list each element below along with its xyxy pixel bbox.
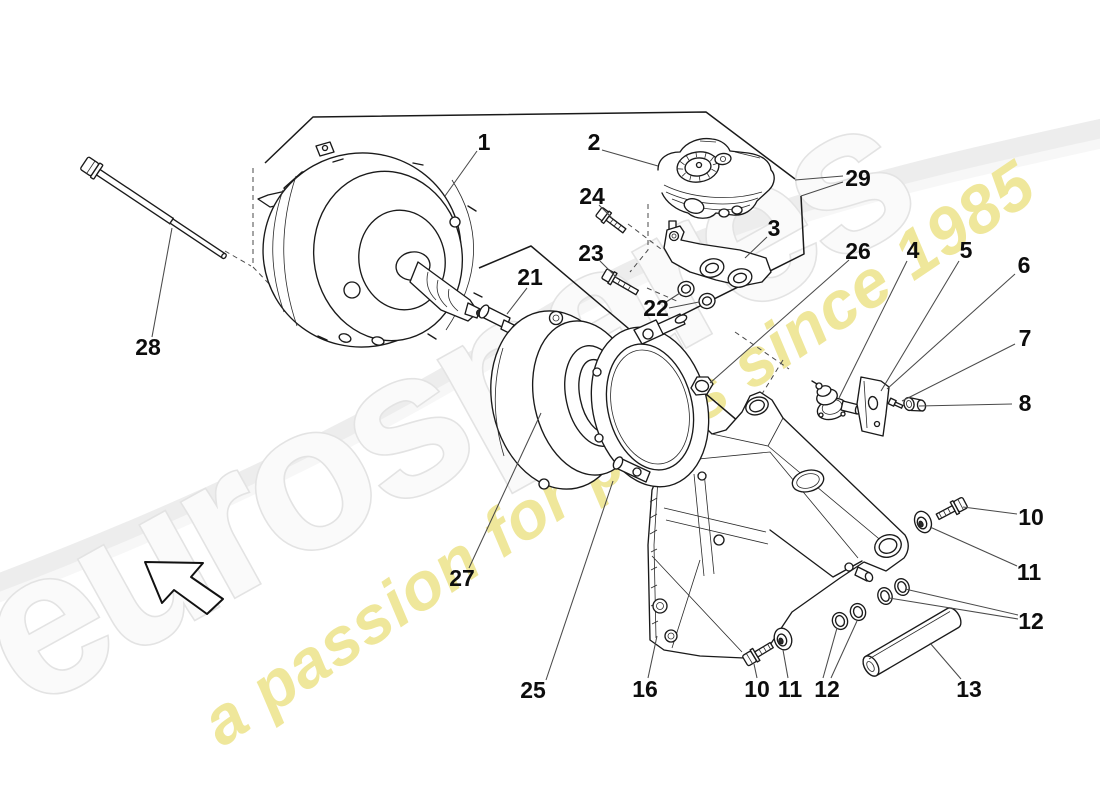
part-label-2[interactable]: 2	[588, 129, 601, 155]
leader-line-2	[601, 149, 659, 167]
part-label-4[interactable]: 4	[907, 237, 920, 263]
leader-line-25	[545, 480, 614, 681]
part-label-11b[interactable]: 11	[778, 676, 803, 702]
leader-line-12b	[830, 620, 858, 679]
part-label-12r[interactable]: 12	[1018, 608, 1044, 634]
part-5-plate	[856, 376, 890, 437]
direction-arrow-icon	[144, 561, 224, 615]
part-22-caps	[677, 280, 716, 310]
leader-line-13	[929, 642, 962, 680]
leader-line-22	[665, 292, 681, 303]
part-label-21[interactable]: 21	[517, 264, 543, 290]
part-25-clamp-ring	[590, 313, 710, 488]
leader-line-26	[709, 259, 850, 384]
leader-line-3	[744, 236, 768, 259]
part-12-caps-bottom	[831, 602, 867, 631]
leader-line-27	[468, 412, 542, 569]
leader-line-29	[794, 175, 844, 181]
leader-lines	[151, 149, 1019, 681]
part-label-24[interactable]: 24	[579, 183, 605, 209]
leader-line-28	[151, 227, 173, 338]
part-2-reservoir	[657, 137, 775, 219]
leader-line-12r	[888, 597, 1019, 620]
leader-line-11b	[782, 649, 789, 679]
leader-line-21	[506, 287, 528, 315]
part-13-pin	[862, 607, 962, 677]
part-label-13[interactable]: 13	[956, 676, 982, 702]
part-label-22[interactable]: 22	[643, 295, 669, 321]
leader-line-16	[647, 635, 658, 679]
part-11-washer-bottom	[773, 627, 793, 651]
part-label-28[interactable]: 28	[135, 334, 161, 360]
part-label-5[interactable]: 5	[960, 237, 973, 263]
leader-line-8	[918, 403, 1013, 407]
part-26-nut	[690, 376, 714, 396]
part-11-washer-right	[913, 510, 933, 534]
part-label-26[interactable]: 26	[845, 238, 871, 264]
part-label-6[interactable]: 6	[1018, 252, 1031, 278]
leader-line-6	[886, 273, 1016, 390]
part-label-3[interactable]: 3	[768, 215, 781, 241]
leader-line-7	[901, 343, 1016, 402]
leader-line-12b	[822, 627, 838, 679]
leader-line-4	[838, 260, 908, 399]
part-label-12b[interactable]: 12	[814, 676, 840, 702]
part-28-long-bolt	[80, 156, 227, 260]
leader-line-10r	[962, 506, 1018, 515]
leader-line-22	[668, 301, 700, 309]
part-label-23[interactable]: 23	[578, 240, 604, 266]
leader-line-11r	[929, 526, 1018, 567]
part-label-1[interactable]: 1	[478, 129, 491, 155]
part-7-screw	[887, 397, 904, 409]
part-label-11r[interactable]: 11	[1017, 559, 1042, 585]
leader-line-12r	[904, 588, 1019, 616]
part-12-caps-right	[877, 577, 910, 606]
leader-line-29	[800, 181, 844, 197]
leader-line-10b	[753, 663, 758, 679]
part-label-16[interactable]: 16	[632, 676, 658, 702]
part-10-bolt-bottom	[742, 641, 774, 667]
leader-line-5	[880, 260, 960, 392]
part-4-switch	[811, 380, 862, 421]
part-label-25[interactable]: 25	[520, 677, 546, 703]
leader-line-24	[598, 204, 613, 219]
part-label-7[interactable]: 7	[1019, 325, 1032, 351]
part-label-29[interactable]: 29	[845, 165, 871, 191]
part-label-8[interactable]: 8	[1019, 390, 1032, 416]
leader-line-1	[444, 150, 478, 197]
part-label-27[interactable]: 27	[449, 565, 475, 591]
part-10-bolt-right	[935, 496, 968, 521]
part-label-10b[interactable]: 10	[744, 676, 770, 702]
part-label-10r[interactable]: 10	[1018, 504, 1044, 530]
part-1-brake-servo	[257, 141, 484, 348]
leader-line-23	[599, 260, 618, 279]
part-3-bracket	[663, 220, 772, 288]
